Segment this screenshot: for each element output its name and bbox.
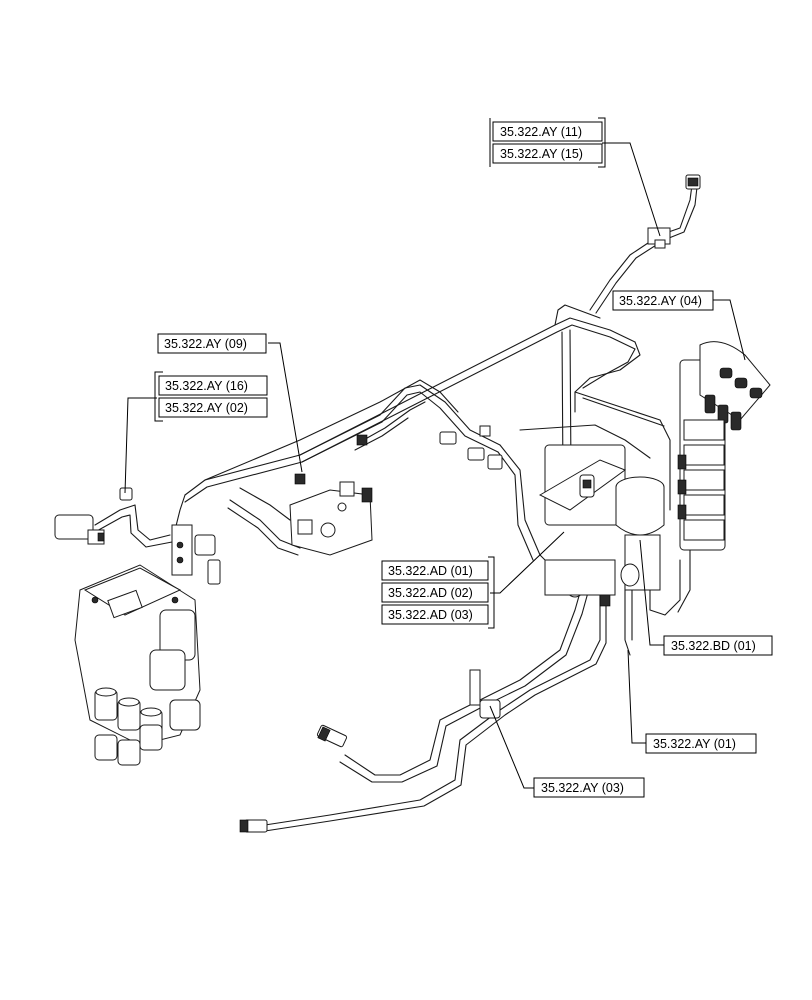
middle-manifold-block [289, 473, 373, 556]
callout-ay01[interactable]: 35.322.AY (01) [645, 733, 757, 754]
callout-ay04[interactable]: 35.322.AY (04) [612, 290, 714, 311]
svg-text:35.322.AD (02): 35.322.AD (02) [388, 586, 473, 600]
svg-text:35.322.AD (03): 35.322.AD (03) [388, 608, 473, 622]
hydraulic-lines [94, 184, 698, 832]
main-control-valve [74, 564, 201, 766]
svg-text:35.322.AY (15): 35.322.AY (15) [500, 147, 583, 161]
svg-text:35.322.AY (09): 35.322.AY (09) [164, 337, 247, 351]
callout-ay16[interactable]: 35.322.AY (16) [158, 375, 268, 396]
top-fitting [647, 174, 701, 249]
callout-ay11[interactable]: 35.322.AY (11) [492, 121, 603, 142]
callout-ay02[interactable]: 35.322.AY (02) [158, 397, 268, 418]
right-valve-bank [677, 341, 771, 551]
svg-text:35.322.AY (16): 35.322.AY (16) [165, 379, 248, 393]
callout-ay03[interactable]: 35.322.AY (03) [533, 777, 645, 798]
callout-ay15[interactable]: 35.322.AY (15) [492, 143, 603, 164]
left-small-manifold [54, 487, 221, 585]
callout-bd01[interactable]: 35.322.BD (01) [663, 635, 773, 656]
callout-bracket-ay11-ay15-right [598, 117, 606, 168]
callout-ad01[interactable]: 35.322.AD (01) [381, 560, 489, 581]
callout-bracket-ad [488, 556, 495, 629]
callout-ad03[interactable]: 35.322.AD (03) [381, 604, 489, 625]
svg-text:35.322.AY (02): 35.322.AY (02) [165, 401, 248, 415]
filter-assembly [538, 444, 665, 607]
callout-ad02[interactable]: 35.322.AD (02) [381, 582, 489, 603]
bottom-fittings [239, 669, 501, 833]
leader-lines [124, 142, 746, 789]
svg-text:35.322.AY (01): 35.322.AY (01) [653, 737, 736, 751]
svg-text:35.322.AY (04): 35.322.AY (04) [619, 294, 702, 308]
svg-text:35.322.AY (03): 35.322.AY (03) [541, 781, 624, 795]
svg-text:35.322.AY (11): 35.322.AY (11) [500, 125, 582, 139]
callout-bracket-ay16-ay02 [154, 371, 163, 422]
callout-ay09[interactable]: 35.322.AY (09) [157, 333, 267, 354]
inline-fittings [356, 425, 503, 470]
svg-text:35.322.BD (01): 35.322.BD (01) [671, 639, 756, 653]
svg-text:35.322.AD (01): 35.322.AD (01) [388, 564, 473, 578]
